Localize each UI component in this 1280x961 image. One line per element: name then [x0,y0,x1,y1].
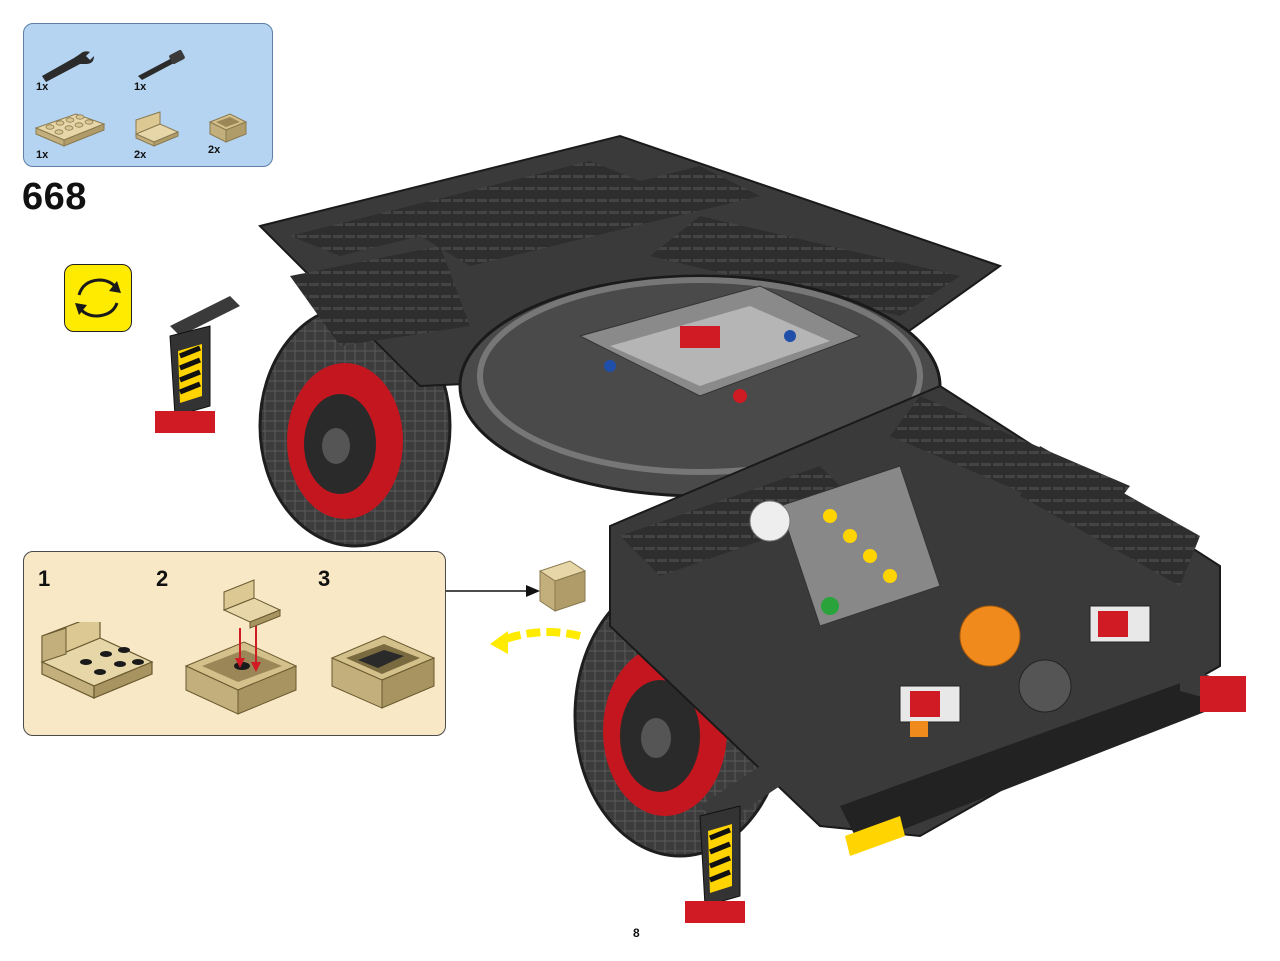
step-number: 668 [22,176,87,218]
tan-container-placed [538,560,587,612]
part-qty: 2x [134,149,147,161]
rotate-model-icon [64,264,132,332]
wrench-icon [42,51,94,82]
part-qty: 1x [36,149,49,161]
tool-pin-icon [138,50,185,80]
tan-plate-icon [34,113,106,147]
sub-step-2-illustration [184,579,298,715]
sub-step-2-label: 2 [156,566,169,591]
tan-bracket-icon [134,111,180,147]
outrigger-front-right [1180,666,1246,712]
sub-assembly-panel: 1 2 3 [23,551,446,736]
outrigger-front-left [685,766,780,923]
parts-list-panel: 1x 1x 1x 2x 2x [23,23,273,167]
part-qty: 1x [36,81,49,93]
sub-step-3-illustration [330,635,436,709]
front-chassis [609,384,1221,856]
sub-step-1-illustration [40,622,154,699]
yellow-rotate-arrow [498,628,581,645]
sub-step-1-label: 1 [38,566,51,591]
page-number: 8 [633,926,640,940]
part-qty: 2x [208,144,221,156]
outrigger-rear-left [155,296,240,433]
part-qty: 1x [134,81,147,93]
sub-step-3-label: 3 [318,566,331,591]
vehicle-model-illustration [155,134,1246,923]
tan-container-icon [208,113,248,143]
